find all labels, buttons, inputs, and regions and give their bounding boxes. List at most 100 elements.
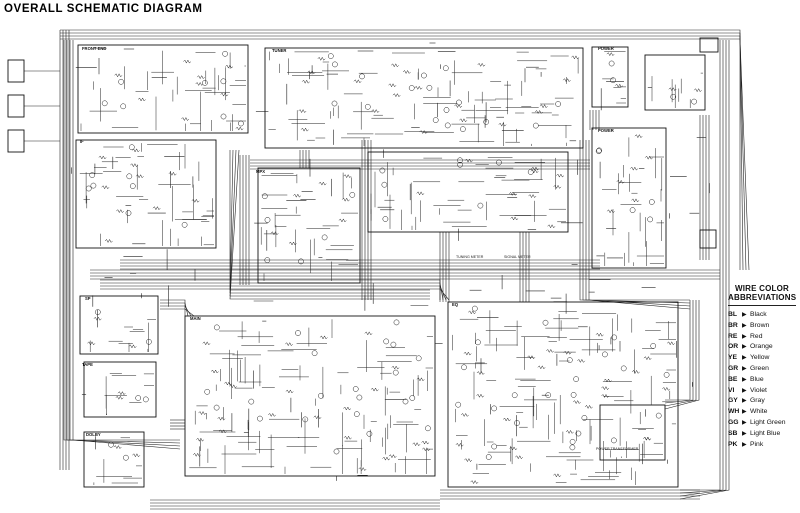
resistor-symbol	[113, 444, 122, 450]
resistor-symbol	[392, 93, 401, 98]
transistor-symbol	[302, 416, 309, 423]
transistor-symbol	[442, 65, 449, 72]
board-transformer	[599, 404, 666, 461]
wire-bundle	[24, 29, 750, 510]
antenna-terminal	[699, 37, 719, 53]
legend-code: RE	[728, 332, 738, 340]
legend-code: OR	[728, 343, 739, 351]
transistor-symbol	[595, 148, 602, 155]
transistor-symbol	[220, 78, 227, 85]
transistor-symbol	[608, 60, 615, 67]
transistor-symbol	[90, 182, 97, 189]
legend-code: VI	[728, 386, 735, 394]
resistor-symbol	[193, 452, 201, 457]
resistor-symbol	[338, 218, 347, 223]
resistor-symbol	[454, 103, 463, 109]
transistor-symbol	[409, 395, 416, 401]
wire	[60, 29, 741, 270]
wire	[100, 288, 450, 301]
wire	[100, 282, 444, 301]
legend-arrow: ▶	[742, 312, 747, 318]
note-tuning-meter: TUNING METER	[456, 255, 484, 259]
resistor-symbol	[416, 191, 425, 196]
resistor-symbol	[531, 166, 540, 171]
transistor-symbol	[126, 173, 133, 180]
transistor-symbol	[85, 185, 92, 192]
legend-arrow: ▶	[742, 355, 747, 362]
legend-entry: BL▶Black	[728, 310, 796, 321]
transistor-symbol	[333, 448, 340, 455]
transistor-symbol	[491, 405, 497, 412]
transistor-symbol	[123, 454, 129, 461]
wire	[69, 40, 181, 447]
resistor-symbol	[364, 331, 373, 336]
block-label-front-end: FRONT END	[82, 46, 106, 51]
resistor-symbol	[382, 456, 391, 461]
board-equalizer	[447, 301, 679, 488]
transistor-symbol	[569, 444, 576, 451]
resistor-symbol	[470, 480, 479, 485]
resistor-symbol	[285, 389, 294, 394]
resistor-symbol	[577, 358, 586, 363]
resistor-symbol	[530, 169, 539, 174]
transistor-symbol	[213, 404, 220, 411]
resistor-symbol	[616, 179, 625, 184]
resistor-symbol	[371, 108, 380, 114]
resistor-symbol	[132, 453, 141, 458]
resistor-symbol	[468, 310, 476, 315]
transistor-symbol	[321, 234, 328, 241]
resistor-symbol	[539, 104, 548, 109]
resistor-symbol	[343, 435, 352, 440]
resistor-symbol	[460, 412, 469, 418]
resistor-symbol	[130, 163, 139, 168]
legend-arrow: ▶	[742, 365, 747, 372]
resistor-symbol	[643, 436, 652, 441]
wire	[160, 302, 189, 317]
resistor-symbol	[293, 193, 301, 198]
transistor-symbol	[393, 319, 400, 326]
transistor-symbol	[264, 257, 271, 263]
transistor-symbol	[455, 401, 462, 408]
legend-code: BL	[728, 311, 738, 318]
block-label-tape: TAPE	[82, 362, 93, 367]
resistor-symbol	[217, 416, 226, 421]
transistor-symbol	[670, 93, 677, 100]
transistor-symbol	[425, 425, 431, 432]
transistor-symbol	[443, 107, 450, 113]
resistor-symbol	[128, 344, 137, 349]
resistor-symbol	[509, 446, 518, 451]
transistor-symbol	[248, 398, 255, 405]
resistor-symbol	[606, 209, 615, 214]
transistor-symbol	[655, 412, 662, 419]
legend-entry: BE▶Blue	[728, 375, 796, 386]
transistor-symbol	[204, 388, 211, 395]
resistor-symbol	[343, 174, 352, 179]
resistor-symbol	[137, 97, 146, 102]
resistor-symbol	[98, 155, 107, 160]
transistor-symbol	[457, 157, 463, 164]
resistor-symbol	[210, 369, 219, 374]
transistor-symbol	[359, 73, 365, 80]
block-label-power-supply: POWER	[598, 128, 614, 133]
transistor-symbol	[611, 437, 617, 444]
resistor-symbol	[131, 148, 140, 153]
wire	[664, 300, 700, 410]
transistor-symbol	[629, 207, 636, 213]
resistor-symbol	[476, 370, 485, 376]
legend-heading-line2: ABBREVIATIONS	[728, 293, 797, 302]
legend-entry: GY▶Gray	[728, 396, 796, 407]
transistor-symbol	[298, 258, 304, 265]
resistor-symbol	[104, 238, 113, 244]
wire	[585, 140, 691, 307]
wire	[579, 140, 690, 301]
resistor-symbol	[643, 356, 652, 361]
transistor-symbol	[663, 371, 670, 378]
legend-arrow: ▶	[742, 376, 747, 383]
transistor-symbol	[426, 84, 433, 91]
resistor-symbol	[268, 412, 276, 417]
block-label-multiplex: MPX	[256, 169, 265, 174]
transistor-symbol	[146, 338, 152, 345]
transistor-symbol	[261, 193, 268, 200]
resistor-symbol	[317, 56, 326, 61]
